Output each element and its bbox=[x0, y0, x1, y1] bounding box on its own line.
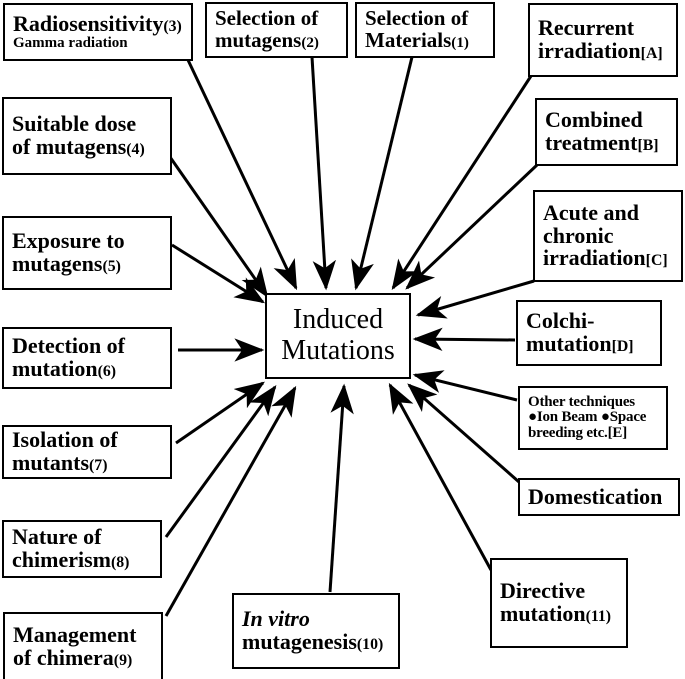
arrow-nature-of-chimerism-to-center bbox=[164, 385, 277, 538]
node-detection-of-mutation[interactable]: Detection of mutation(6) bbox=[2, 327, 172, 389]
node-nature-line-2: chimerism(8) bbox=[12, 547, 130, 572]
node-acute-and-chronic-irradiation[interactable]: Acute and chronic irradiation[C] bbox=[533, 190, 683, 282]
node-in-vitro-mutagenesis[interactable]: In vitro mutagenesis(10) bbox=[232, 593, 400, 669]
node-other-techniques[interactable]: Other techniques ●Ion Beam ●Space breedi… bbox=[518, 386, 668, 450]
node-domestication[interactable]: Domestication bbox=[518, 478, 680, 516]
arrow-colchi-mutation-to-center bbox=[412, 327, 516, 351]
node-isolation-line-2: mutants(7) bbox=[12, 450, 108, 475]
node-detection-line-1: Detection of bbox=[12, 333, 126, 359]
node-in-vitro-line-1: In vitro bbox=[242, 606, 310, 632]
node-colchi-mutation-line-1: Colchi- bbox=[526, 308, 595, 334]
node-isolation-line-1: Isolation of bbox=[12, 427, 118, 453]
node-acute-chronic-line-3: irradiation[C] bbox=[543, 245, 668, 271]
node-management-of-chimera[interactable]: Management of chimera(9) bbox=[3, 612, 163, 679]
node-acute-chronic-line-2: chronic bbox=[543, 222, 614, 248]
node-recurrent-irradiation-line-1: Recurrent bbox=[538, 15, 635, 41]
arrow-suitable-dose-to-center bbox=[168, 156, 269, 298]
node-directive-line-1: Directive bbox=[500, 578, 586, 604]
node-selection-of-materials-line-1: Selection of bbox=[365, 6, 469, 31]
arrow-in-vitro-mutagenesis-to-center bbox=[328, 383, 354, 593]
node-combined-treatment-line-1: Combined bbox=[545, 107, 643, 133]
arrow-directive-mutation-to-center bbox=[388, 382, 493, 571]
arrow-exposure-to-mutagens-to-center bbox=[171, 243, 266, 304]
arrow-management-of-chimera-to-center bbox=[164, 385, 297, 617]
node-exposure-line-1: Exposure to bbox=[12, 228, 125, 254]
node-recurrent-irradiation-line-2: irradiation[A] bbox=[538, 38, 663, 63]
node-selection-of-mutagens-line-2: mutagens(2) bbox=[215, 28, 319, 52]
node-radiosensitivity-line-1: Radiosensitivity(3) bbox=[13, 10, 182, 36]
node-in-vitro-line-2: mutagenesis(10) bbox=[242, 629, 384, 654]
node-induced-mutations-line-2: Mutations bbox=[281, 335, 395, 366]
arrow-radiosensitivity-to-center bbox=[186, 59, 298, 291]
node-combined-treatment[interactable]: Combined treatment[B] bbox=[535, 98, 678, 166]
node-acute-chronic-line-1: Acute and bbox=[543, 199, 639, 225]
arrow-selection-of-materials-to-center bbox=[351, 56, 414, 291]
arrow-domestication-to-center bbox=[407, 383, 520, 484]
node-suitable-dose-line-2: of mutagens(4) bbox=[12, 134, 145, 159]
node-radiosensitivity[interactable]: Radiosensitivity(3) Gamma radiation bbox=[3, 3, 193, 61]
node-selection-of-materials-line-2: Materials(1) bbox=[365, 28, 469, 52]
node-other-techniques-line-3: breeding etc.[E] bbox=[528, 424, 628, 441]
node-radiosensitivity-line-2: Gamma radiation bbox=[13, 34, 128, 51]
node-other-techniques-line-2: ●Ion Beam ●Space bbox=[528, 409, 647, 426]
node-management-line-1: Management bbox=[13, 622, 137, 648]
node-recurrent-irradiation[interactable]: Recurrent irradiation[A] bbox=[528, 3, 678, 77]
arrow-recurrent-irradiation-to-center bbox=[391, 75, 533, 291]
node-directive-line-2: mutation(11) bbox=[500, 601, 612, 626]
arrow-isolation-of-mutants-to-center bbox=[175, 381, 265, 445]
node-management-line-2: of chimera(9) bbox=[13, 645, 133, 670]
node-domestication-line-1: Domestication bbox=[528, 483, 663, 509]
node-directive-mutation[interactable]: Directive mutation(11) bbox=[490, 558, 628, 648]
node-detection-line-2: mutation(6) bbox=[12, 356, 117, 381]
node-exposure-line-2: mutagens(5) bbox=[12, 251, 121, 276]
node-isolation-of-mutants[interactable]: Isolation of mutants(7) bbox=[2, 425, 172, 479]
node-nature-of-chimerism[interactable]: Nature of chimerism(8) bbox=[2, 520, 162, 578]
node-exposure-to-mutagens[interactable]: Exposure to mutagens(5) bbox=[2, 216, 172, 290]
arrow-combined-treatment-to-center bbox=[405, 163, 539, 290]
node-selection-of-mutagens-line-1: Selection of bbox=[215, 6, 319, 31]
node-selection-of-mutagens[interactable]: Selection of mutagens(2) bbox=[205, 2, 348, 58]
node-colchi-mutation-line-2: mutation[D] bbox=[526, 331, 634, 356]
node-combined-treatment-line-2: treatment[B] bbox=[545, 130, 659, 155]
node-suitable-dose-line-1: Suitable dose bbox=[12, 111, 137, 137]
node-induced-mutations[interactable]: Induced Mutations bbox=[265, 293, 411, 379]
node-suitable-dose-of-mutagens[interactable]: Suitable dose of mutagens(4) bbox=[2, 97, 172, 175]
arrow-other-techniques-to-center bbox=[412, 370, 518, 402]
node-induced-mutations-line-1: Induced bbox=[292, 304, 384, 336]
node-colchi-mutation[interactable]: Colchi- mutation[D] bbox=[516, 300, 662, 366]
node-other-techniques-line-1: Other techniques bbox=[528, 393, 635, 410]
node-nature-line-1: Nature of bbox=[12, 524, 102, 550]
arrow-selection-of-mutagens-to-center bbox=[310, 56, 337, 291]
node-selection-of-materials[interactable]: Selection of Materials(1) bbox=[355, 2, 495, 58]
